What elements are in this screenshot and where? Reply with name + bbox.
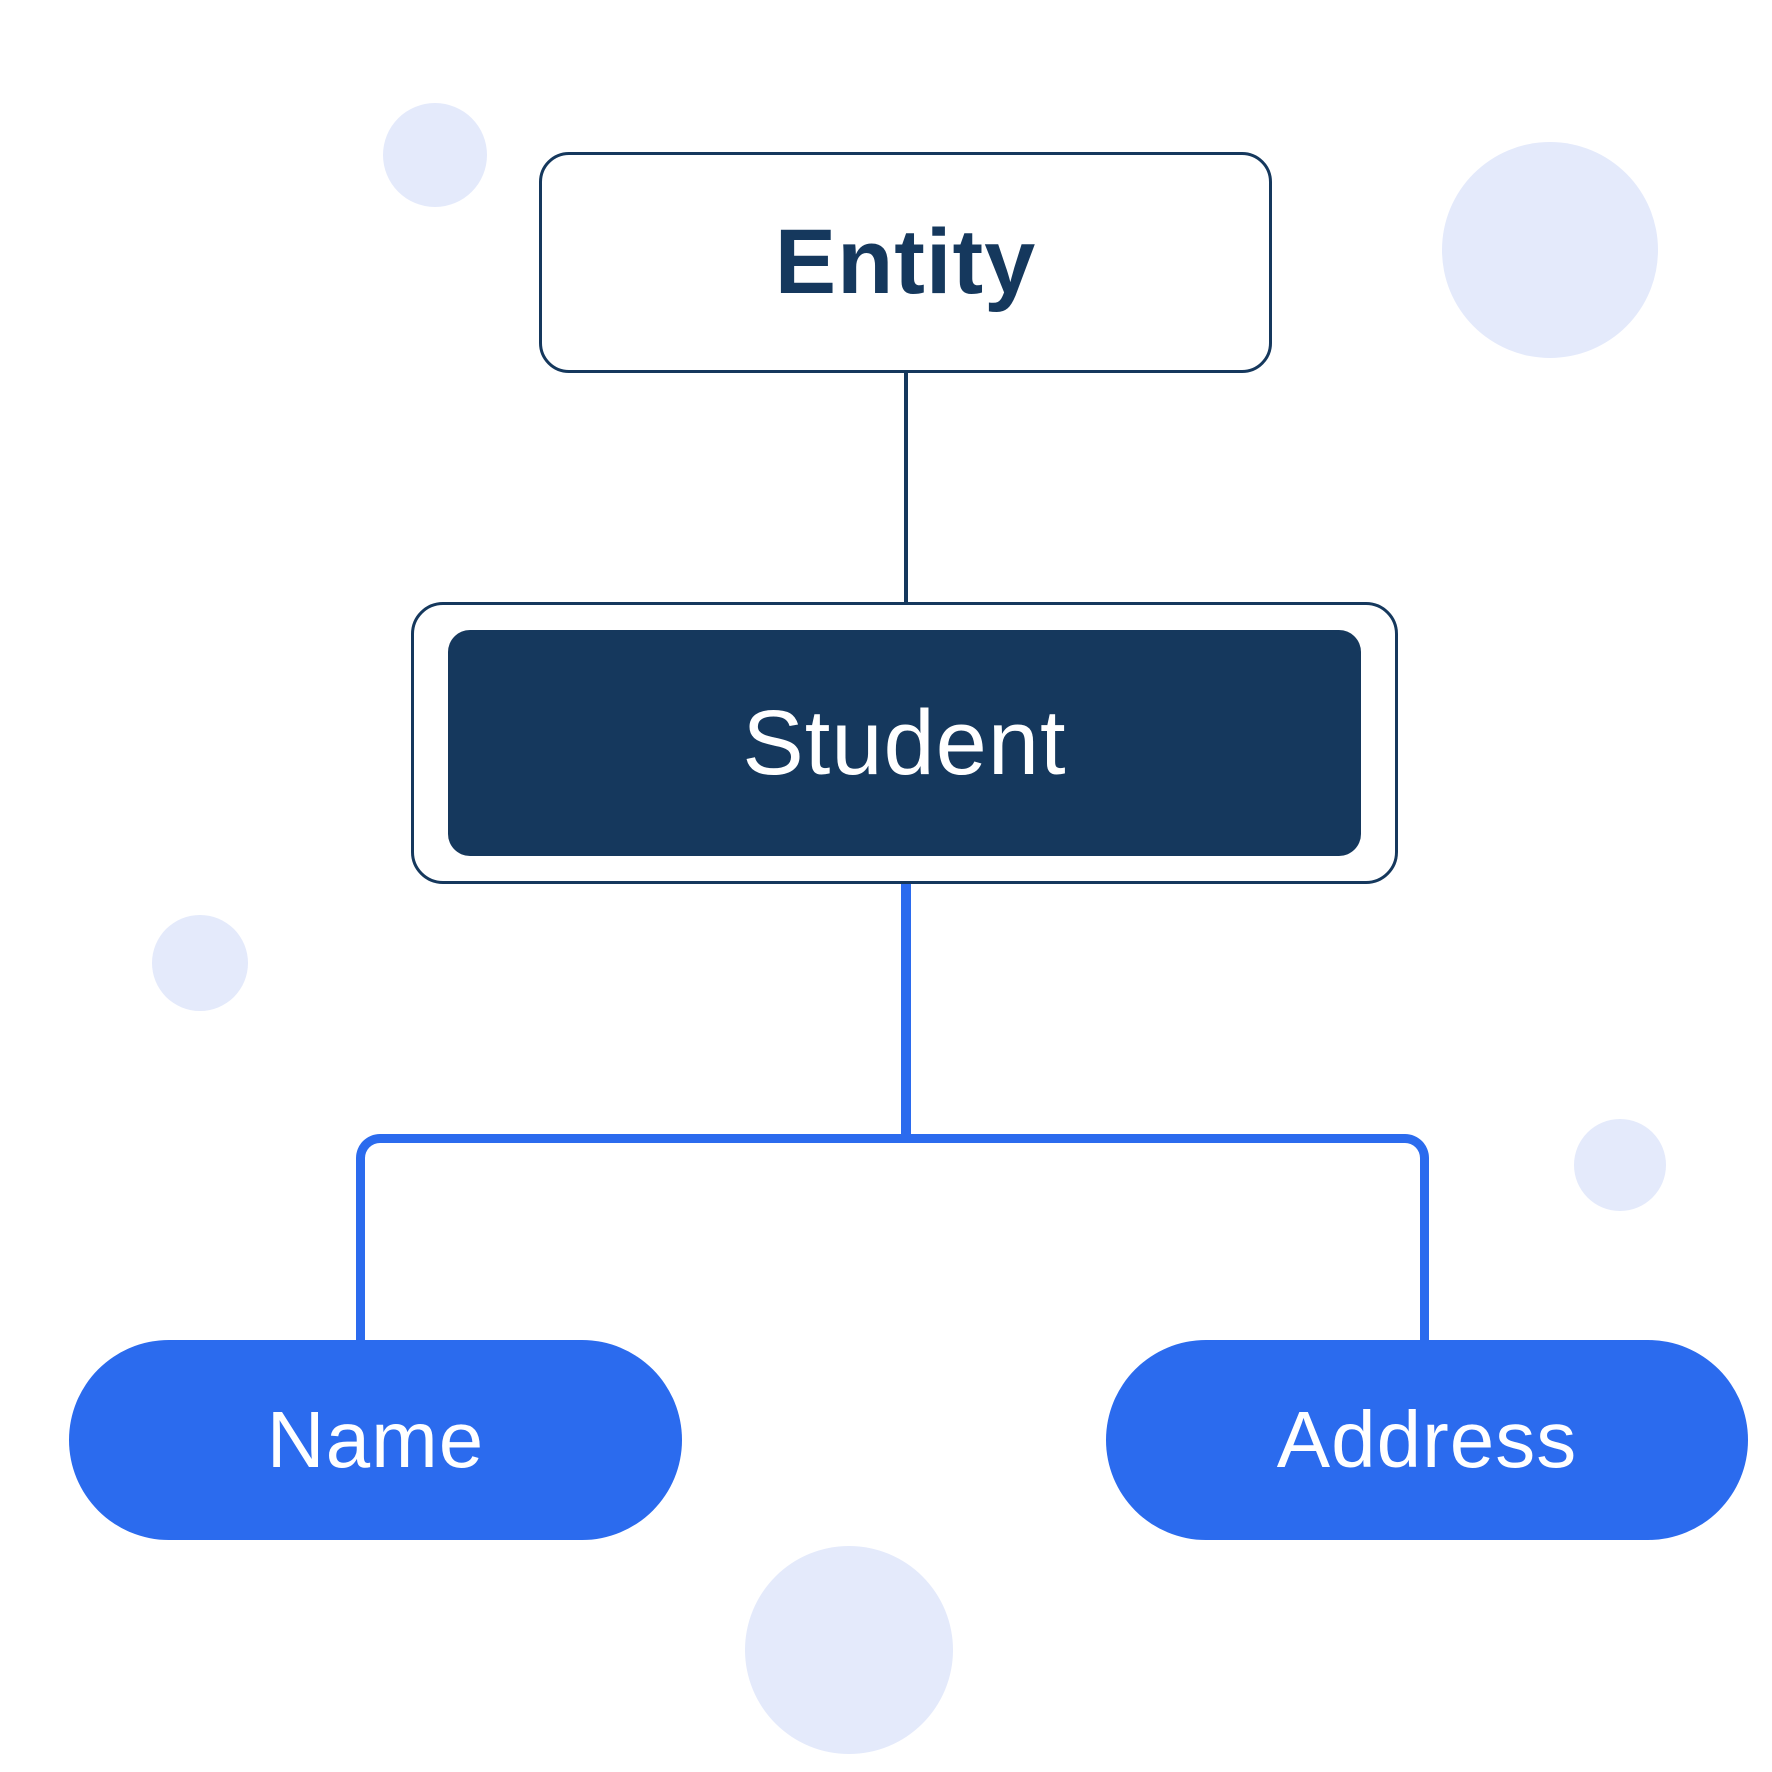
decorative-circle-bottom xyxy=(745,1546,953,1754)
student-entity-label: Student xyxy=(742,691,1067,794)
attribute-address-label: Address xyxy=(1276,1395,1578,1484)
connector-entity-to-student xyxy=(904,372,908,604)
attribute-branch-line xyxy=(356,1134,1429,1340)
student-entity-inner-box: Student xyxy=(448,630,1361,856)
decorative-circle-mid-right xyxy=(1574,1119,1666,1211)
student-entity-box: Student xyxy=(411,602,1398,884)
entity-concept-label: Entity xyxy=(774,211,1037,313)
decorative-circle-mid-left xyxy=(152,915,248,1011)
entity-concept-box: Entity xyxy=(539,152,1272,373)
decorative-circle-top-left xyxy=(383,103,487,207)
connector-student-to-attributes xyxy=(901,882,911,1143)
attribute-pill-name: Name xyxy=(69,1340,682,1540)
attribute-pill-address: Address xyxy=(1106,1340,1748,1540)
decorative-circle-top-right xyxy=(1442,142,1658,358)
attribute-name-label: Name xyxy=(266,1395,485,1484)
